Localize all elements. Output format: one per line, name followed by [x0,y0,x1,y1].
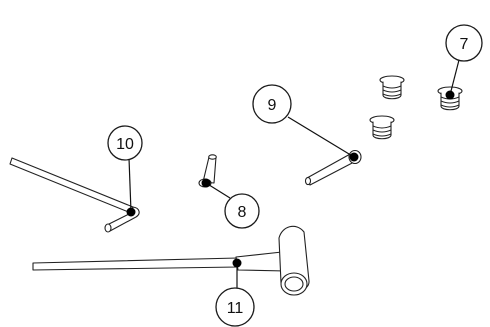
callout-8-label: 8 [238,204,247,221]
callout-11-label: 10 [116,136,134,153]
part-7-threaded-insert [437,86,463,111]
callout-11: 10 [107,125,143,217]
threaded-insert-upper [379,75,405,100]
callout-9-label: 9 [268,97,277,114]
callout-10-label: 11 [227,300,244,317]
callout-8: 8 [201,178,260,229]
threaded-insert-lower [369,115,395,140]
part-10-t-handle [32,225,310,296]
callout-7-label: 7 [460,36,469,53]
callout-9: 9 [252,84,359,162]
part-11-hex-key [9,157,140,233]
callout-7: 7 [445,24,483,100]
callout-10: 11 [215,258,255,327]
